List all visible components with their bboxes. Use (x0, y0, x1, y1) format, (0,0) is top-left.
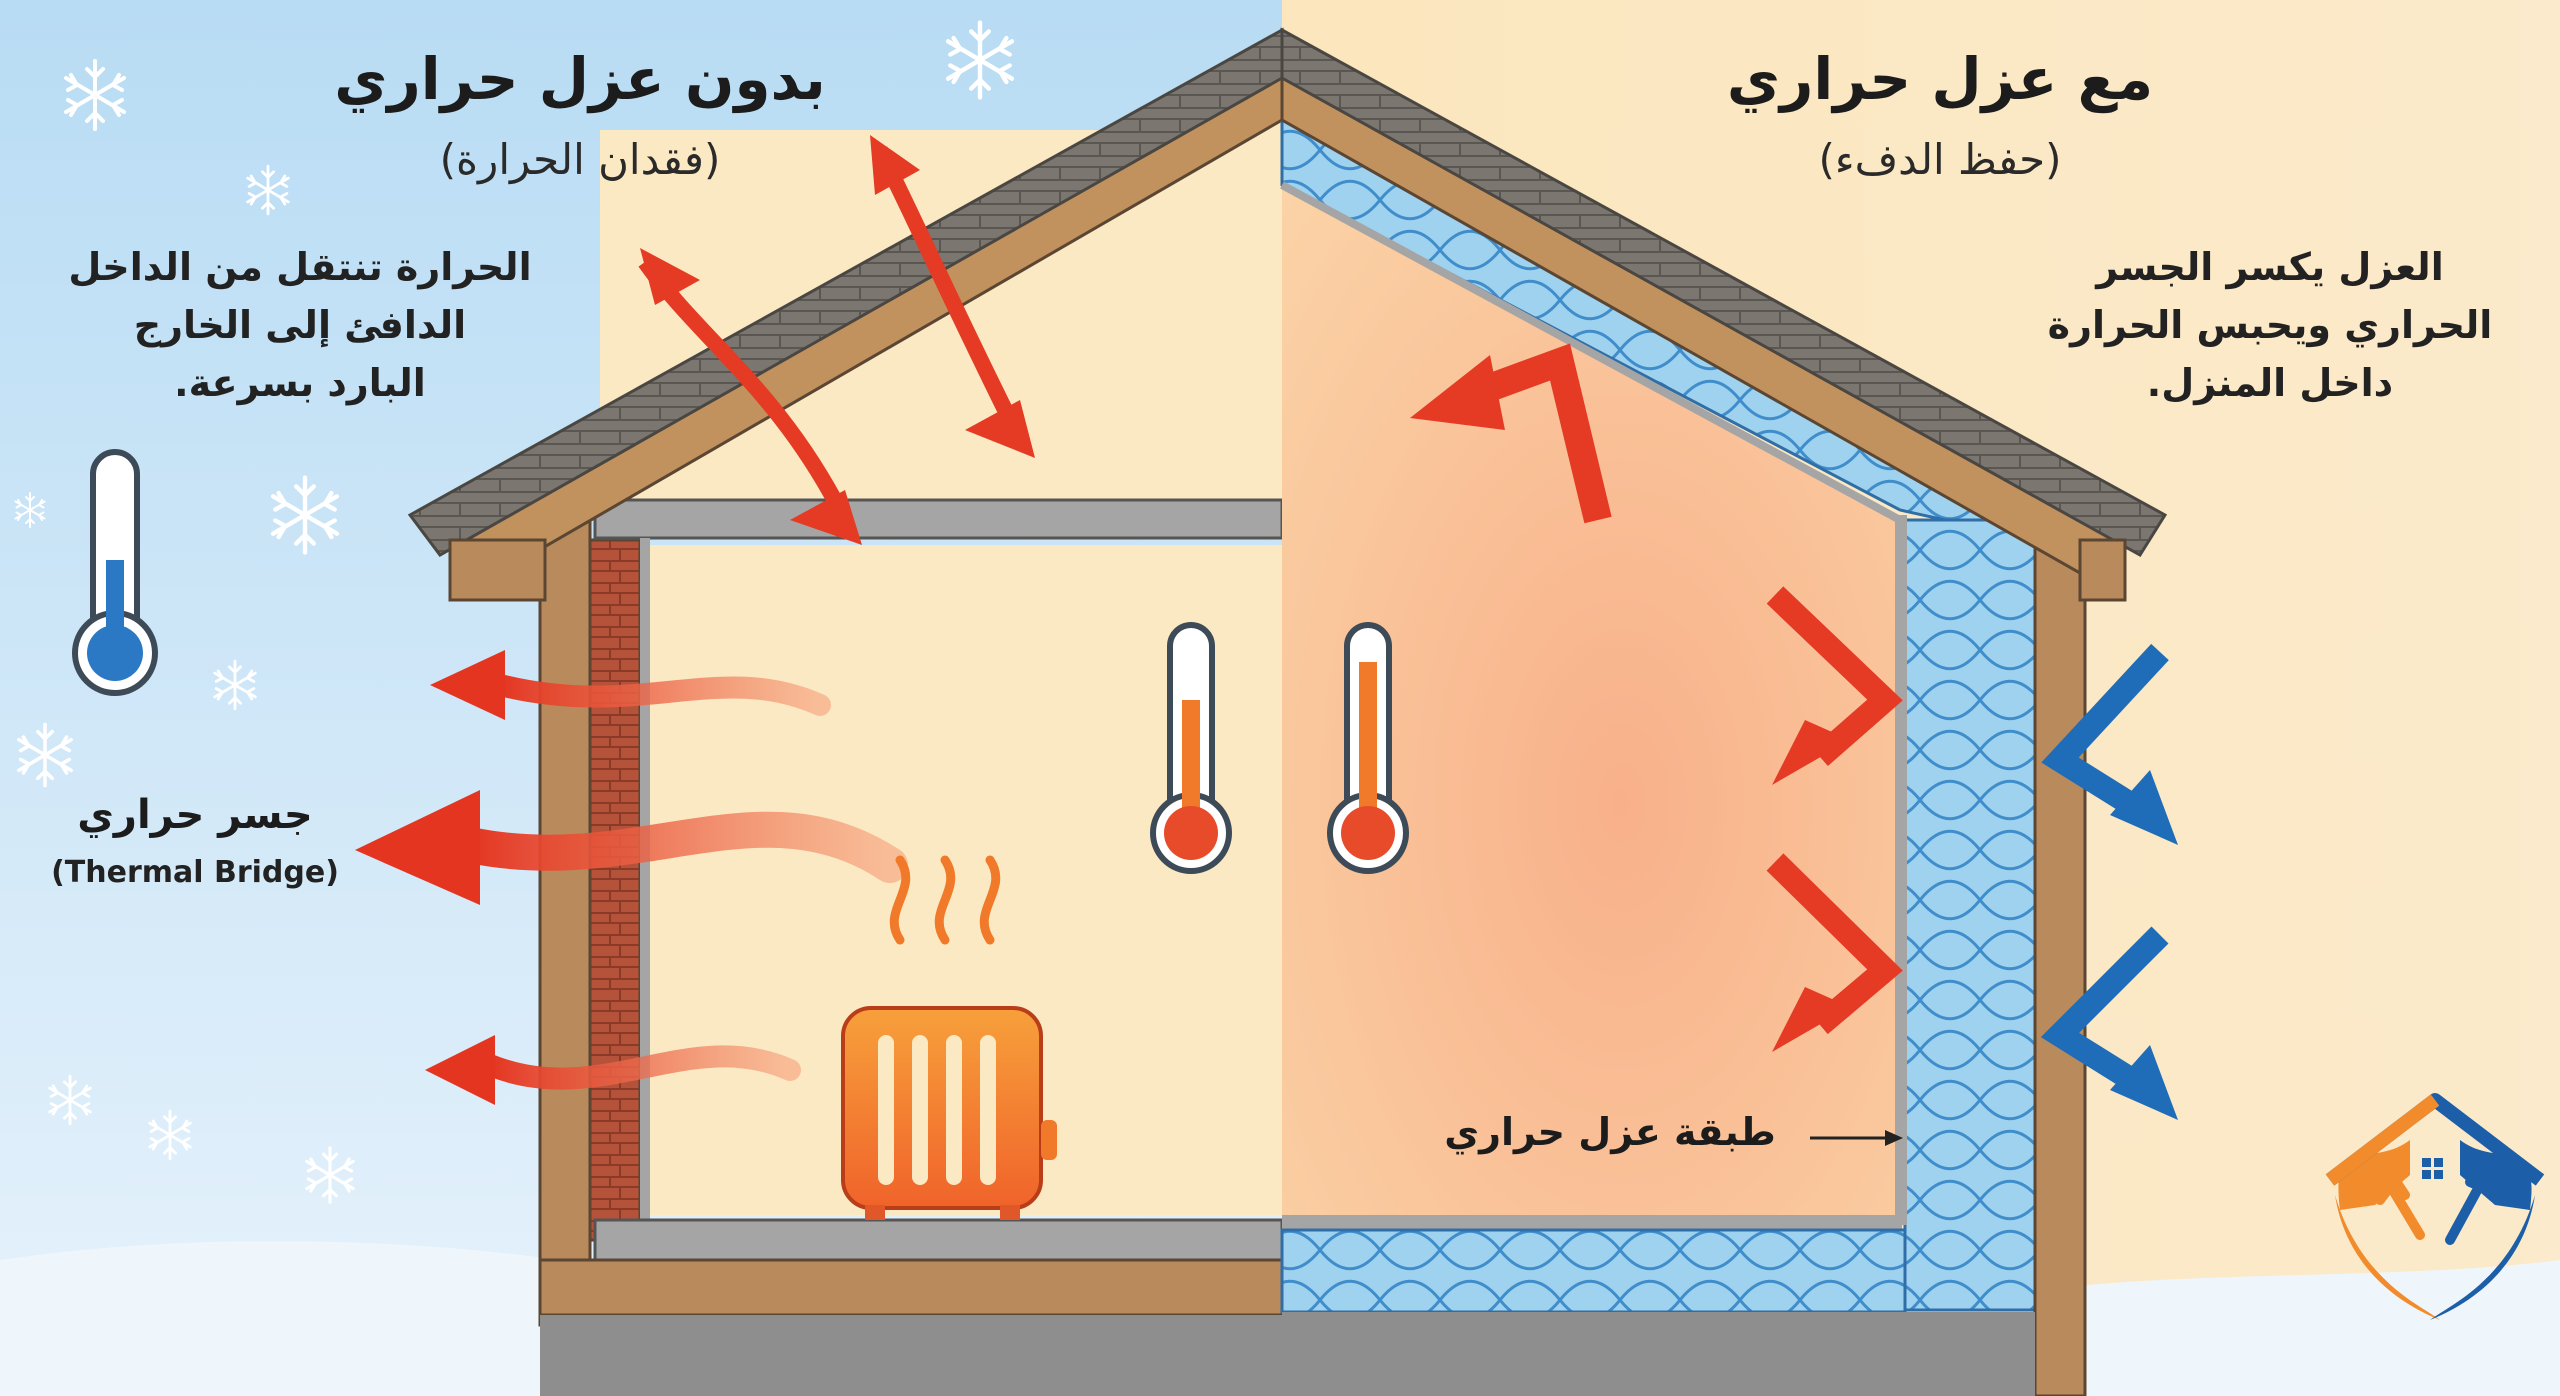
left-brick-wall (590, 540, 640, 1240)
right-insulation-wall (1905, 520, 2035, 1310)
left-wall-outer (540, 495, 590, 1325)
description-line: الحرارة تنتقل من الداخل (40, 238, 560, 296)
left-fascia (450, 540, 545, 600)
right-title: مع عزل حراري (1690, 45, 2190, 113)
description-line: الدافئ إلى الخارج (40, 296, 560, 354)
thermal-bridge-label: جسر حراري (45, 792, 345, 838)
left-subtitle: (فقدان الحرارة) (380, 135, 780, 184)
left-title: بدون عزل حراري (330, 45, 830, 113)
right-fascia (2080, 540, 2125, 600)
insulation-layer-label: طبقة عزل حراري (1420, 1110, 1800, 1154)
right-description: العزل يكسر الجسر الحراري ويحبس الحرارة د… (2010, 238, 2530, 412)
right-inner-wall (1895, 515, 1907, 1225)
left-ceiling (595, 500, 1282, 538)
left-floor (595, 1220, 1282, 1260)
left-foundation-top (540, 1260, 1282, 1315)
left-description: الحرارة تنتقل من الداخل الدافئ إلى الخار… (40, 238, 560, 412)
right-foundation (1282, 1312, 2035, 1396)
left-inner-wall (640, 538, 650, 1223)
right-insulation-floor (1282, 1230, 1905, 1312)
description-line: البارد بسرعة. (40, 354, 560, 412)
right-subtitle: (حفظ الدفء) (1740, 135, 2140, 184)
description-line: الحراري ويحبس الحرارة (2010, 296, 2530, 354)
description-line: العزل يكسر الجسر (2010, 238, 2530, 296)
right-outer-wall (2035, 540, 2085, 1396)
right-floor (1282, 1215, 1902, 1230)
left-foundation (540, 1315, 1282, 1396)
thermal-bridge-en-label: (Thermal Bridge) (45, 855, 345, 890)
snow-ground-left (0, 1241, 560, 1396)
description-line: داخل المنزل. (2010, 354, 2530, 412)
